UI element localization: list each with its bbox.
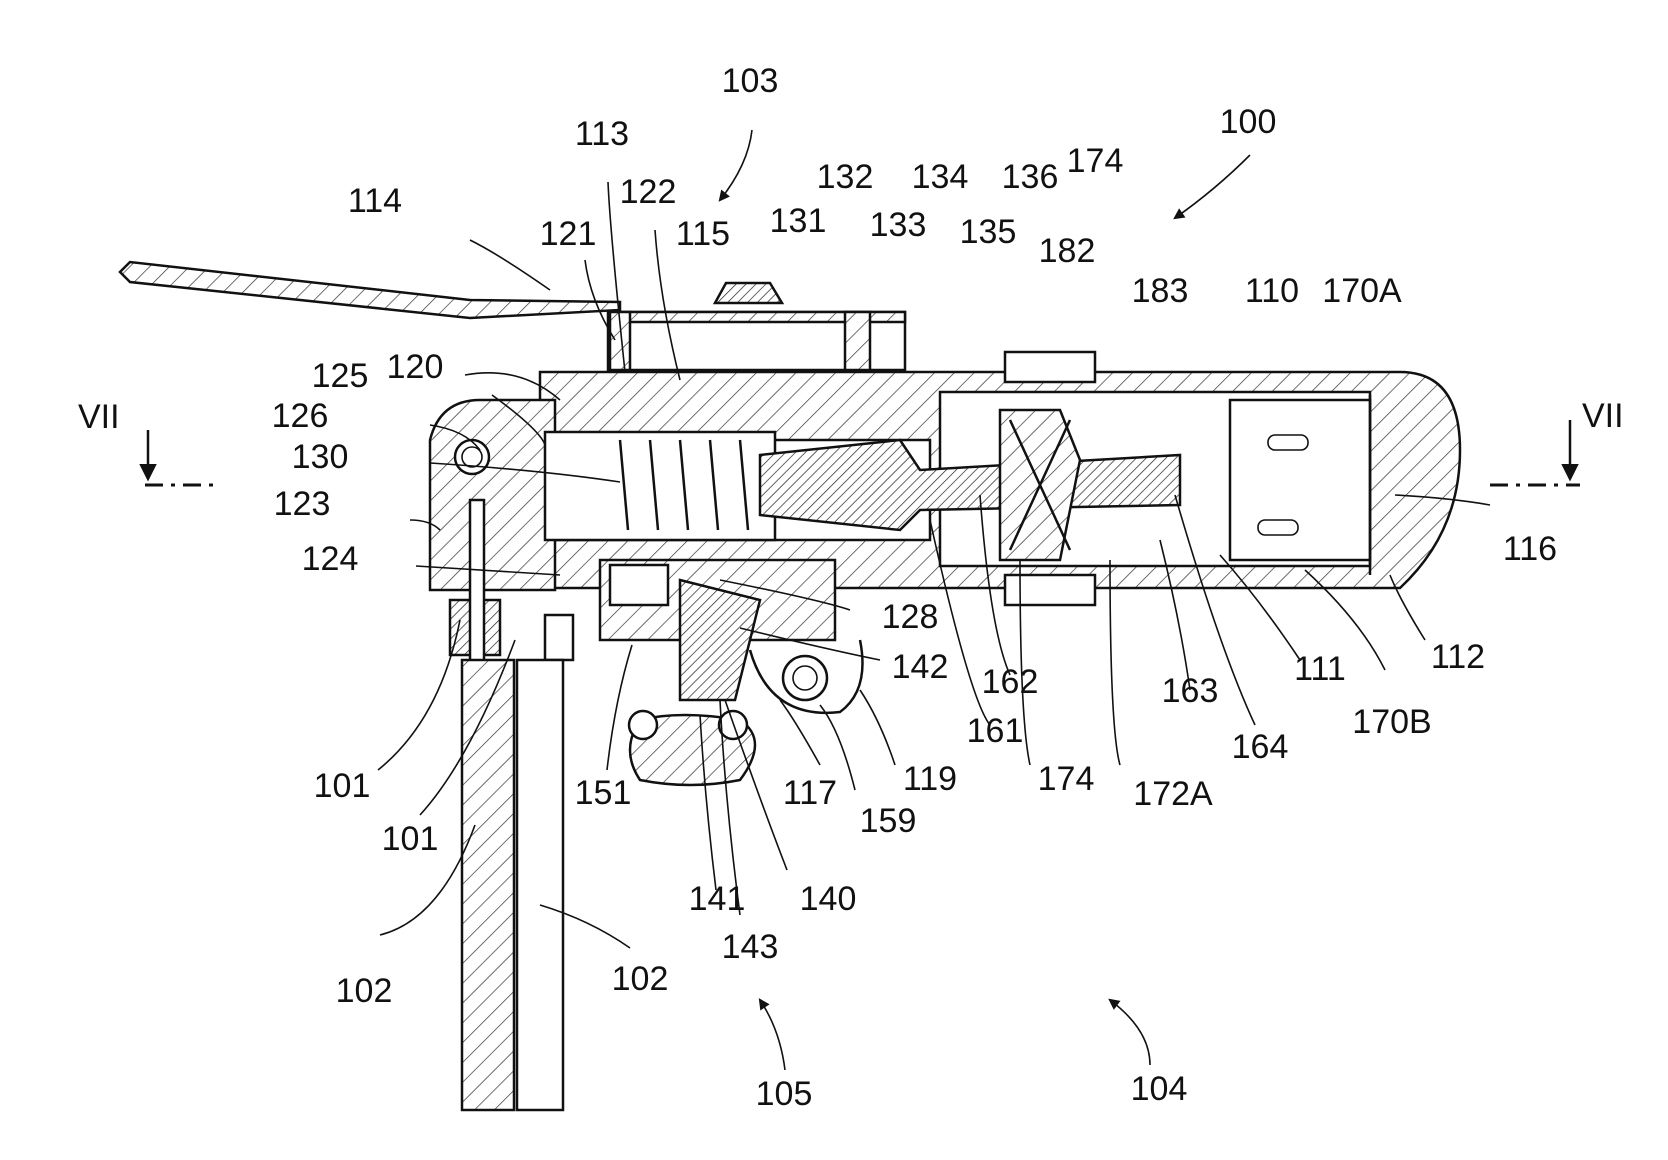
ref-label-101b: 101	[382, 820, 439, 858]
ref-label-136: 136	[1002, 158, 1059, 196]
ref-label-119: 119	[903, 760, 957, 798]
ref-label-143: 143	[722, 928, 779, 966]
ref-label-112: 112	[1431, 638, 1485, 676]
ref-label-162: 162	[982, 663, 1039, 701]
chamber-170	[1230, 395, 1370, 575]
ref-label-111: 111	[1294, 650, 1346, 688]
section-mark-right: VII	[1582, 397, 1624, 435]
ref-label-164: 164	[1232, 728, 1289, 766]
lever-114	[120, 262, 620, 318]
ref-label-161: 161	[967, 712, 1024, 750]
ref-label-128: 128	[882, 598, 939, 636]
ref-label-105: 105	[756, 1075, 813, 1113]
lower-mechanism-140	[600, 560, 863, 785]
ref-label-174b: 174	[1038, 760, 1095, 798]
ref-label-151: 151	[575, 774, 632, 812]
ref-label-101a: 101	[314, 767, 371, 805]
ref-label-126: 126	[272, 397, 329, 435]
ref-label-123: 123	[274, 485, 331, 523]
ref-label-117: 117	[783, 774, 837, 812]
ref-label-102b: 102	[612, 960, 669, 998]
ref-label-130: 130	[292, 438, 349, 476]
ref-label-163: 163	[1162, 672, 1219, 710]
ref-label-182: 182	[1039, 232, 1096, 270]
ref-label-114: 114	[348, 182, 402, 220]
ref-label-100: 100	[1220, 103, 1277, 141]
section-mark-left: VII	[78, 398, 120, 436]
ref-label-122: 122	[620, 173, 677, 211]
ref-label-141: 141	[689, 880, 746, 918]
ref-label-110: 110	[1245, 272, 1299, 310]
ref-label-131: 131	[770, 202, 827, 240]
ref-label-104: 104	[1131, 1070, 1188, 1108]
ref-label-135: 135	[960, 213, 1017, 251]
spring-121	[545, 432, 775, 540]
ref-label-120: 120	[387, 348, 444, 386]
ref-label-159: 159	[860, 802, 917, 840]
ref-label-140: 140	[800, 880, 857, 918]
ref-label-116: 116	[1503, 530, 1557, 568]
ref-label-174a: 174	[1067, 142, 1124, 180]
ref-label-170b: 170B	[1352, 703, 1431, 741]
ref-label-113: 113	[575, 115, 629, 153]
ref-label-102a: 102	[336, 972, 393, 1010]
ref-label-115: 115	[676, 215, 730, 253]
ref-label-142: 142	[892, 648, 949, 686]
ref-label-133: 133	[870, 206, 927, 244]
ref-label-134: 134	[912, 158, 969, 196]
cap-115	[608, 283, 905, 370]
ref-label-172a: 172A	[1133, 775, 1213, 813]
ref-label-124: 124	[302, 540, 359, 578]
ref-label-103: 103	[722, 62, 779, 100]
ref-label-132: 132	[817, 158, 874, 196]
ref-label-183: 183	[1132, 272, 1189, 310]
ref-label-125: 125	[312, 357, 369, 395]
ref-label-170a: 170A	[1322, 272, 1402, 310]
ref-label-121: 121	[540, 215, 597, 253]
